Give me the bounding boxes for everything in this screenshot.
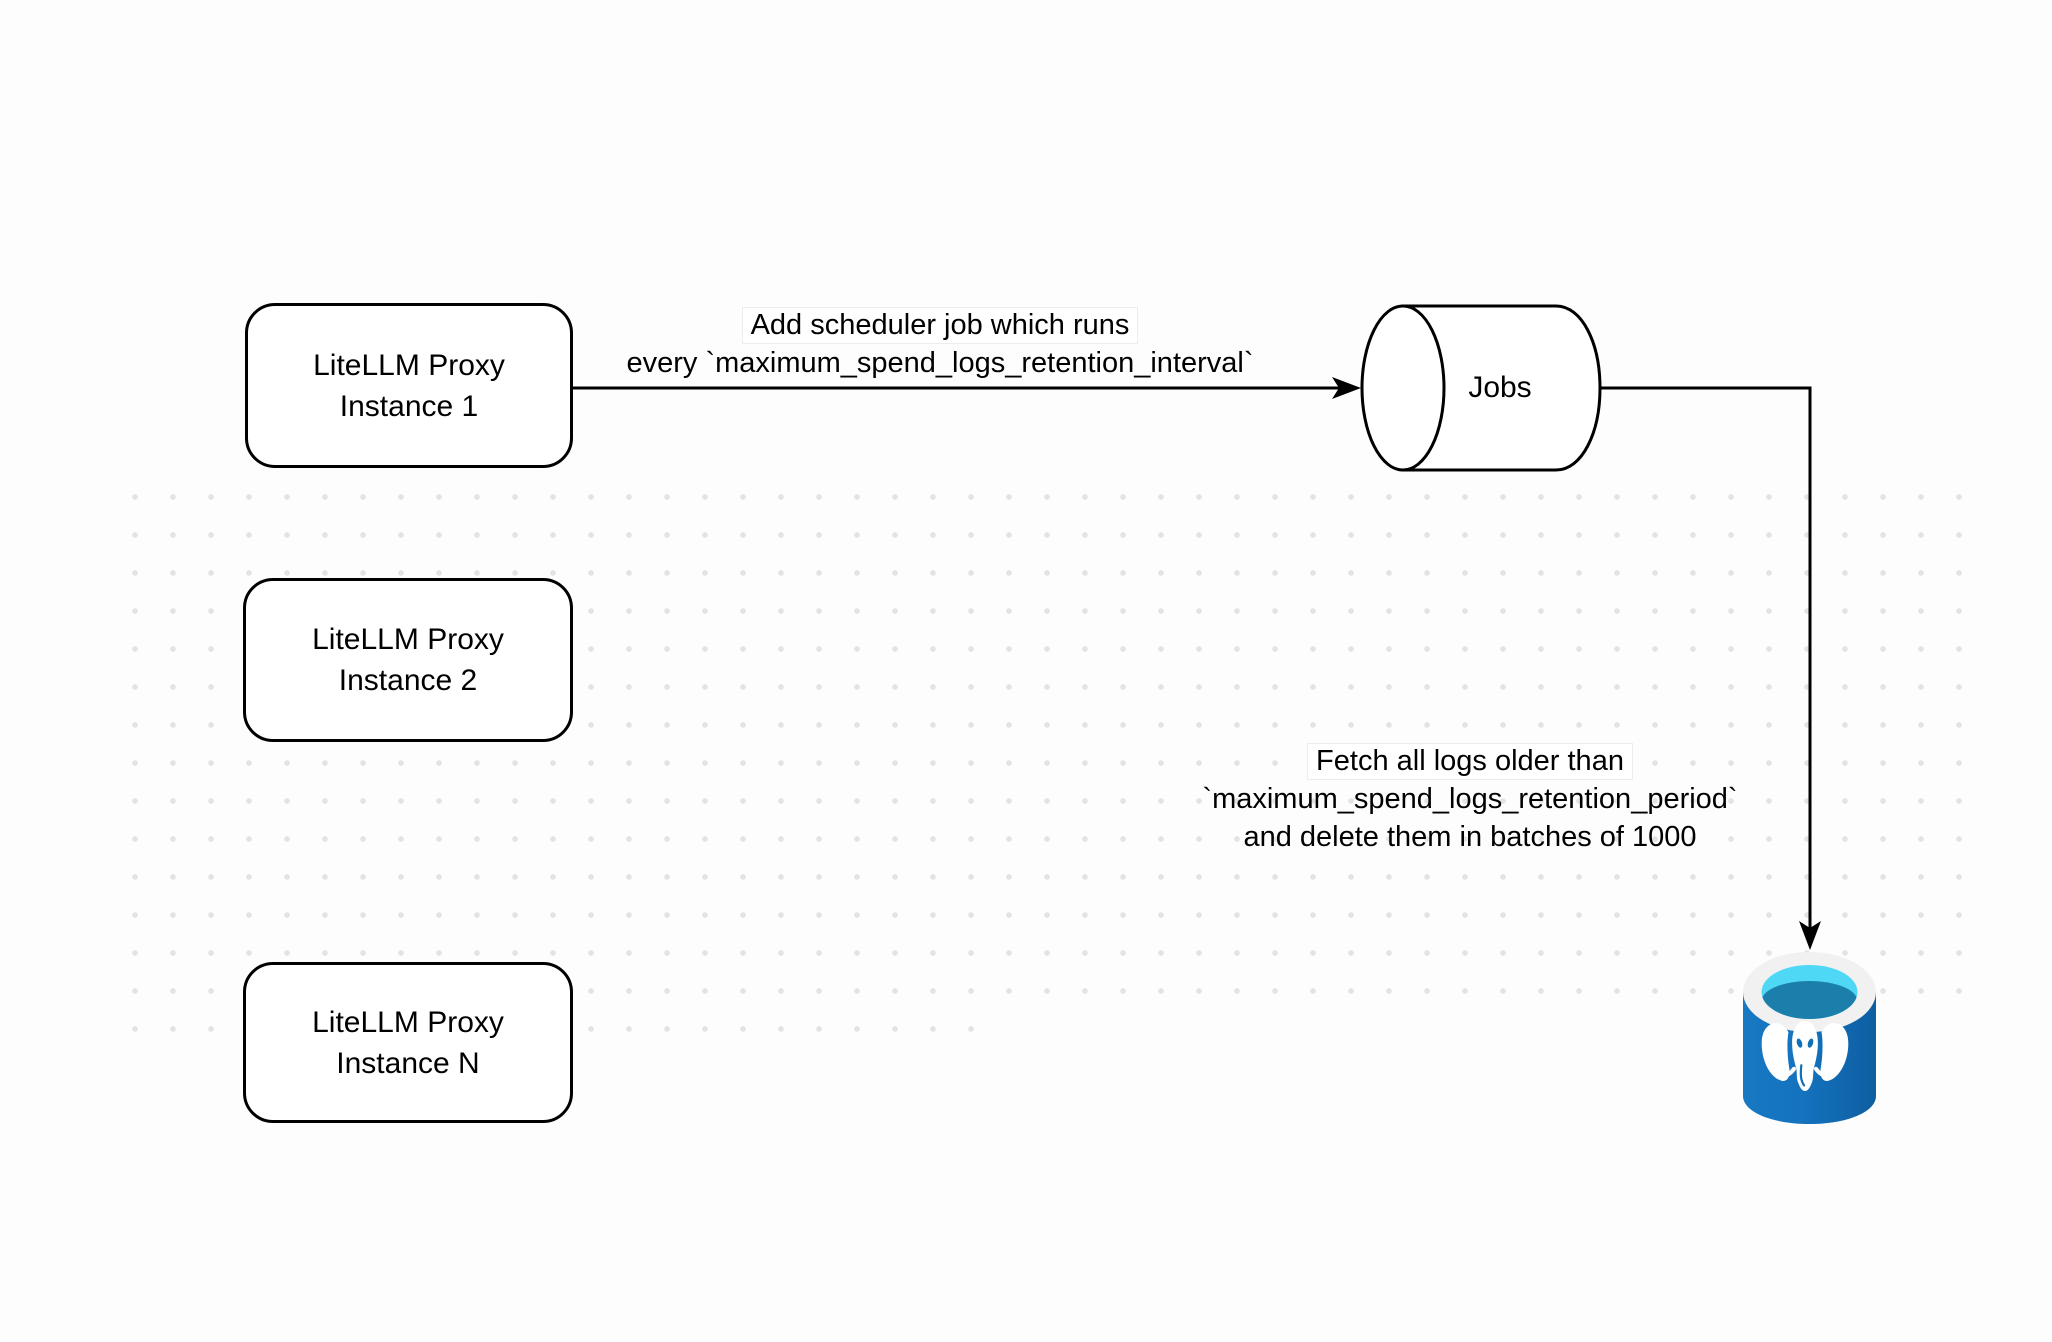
- node-label-line: Instance N: [336, 1046, 480, 1080]
- node-litellm-proxy-instance-2: LiteLLM Proxy Instance 2: [243, 578, 573, 742]
- edge-label-fetch-line3: and delete them in batches of 1000: [1243, 821, 1697, 853]
- node-litellm-proxy-instance-1: LiteLLM Proxy Instance 1: [245, 303, 573, 468]
- dot-grid-background: [116, 478, 1978, 1010]
- arrow-jobs-to-database: [1600, 386, 1821, 950]
- edge-label-scheduler-line2: every `maximum_spend_logs_retention_inte…: [626, 347, 1254, 379]
- arrowhead-right-icon: [1332, 377, 1361, 399]
- node-jobs-label: Jobs: [1468, 371, 1532, 404]
- edge-label-scheduler-line1: Add scheduler job which runs: [741, 307, 1139, 344]
- arrowhead-down-icon: [1799, 921, 1821, 950]
- edge-label-scheduler: Add scheduler job which runs every `maxi…: [590, 306, 1290, 382]
- node-label-line: LiteLLM Proxy: [312, 1005, 504, 1039]
- edge-label-fetch-line1: Fetch all logs older than: [1307, 743, 1633, 780]
- node-label-line: Instance 2: [338, 664, 478, 697]
- edge-label-fetch-delete: Fetch all logs older than `maximum_spend…: [1120, 742, 1820, 856]
- jobs-cylinder-shape: [1360, 304, 1602, 472]
- postgres-elephant-icon: [1761, 1021, 1849, 1091]
- node-label-line: Instance 1: [339, 389, 479, 423]
- node-label-line: LiteLLM Proxy: [312, 623, 504, 656]
- arrow-instance1-to-jobs: [573, 377, 1361, 399]
- edge-label-fetch-line2: `maximum_spend_logs_retention_period`: [1202, 783, 1738, 815]
- node-litellm-proxy-instance-n: LiteLLM Proxy Instance N: [243, 962, 573, 1123]
- node-label-line: LiteLLM Proxy: [313, 348, 505, 382]
- postgresql-database-icon: [1743, 952, 1876, 1124]
